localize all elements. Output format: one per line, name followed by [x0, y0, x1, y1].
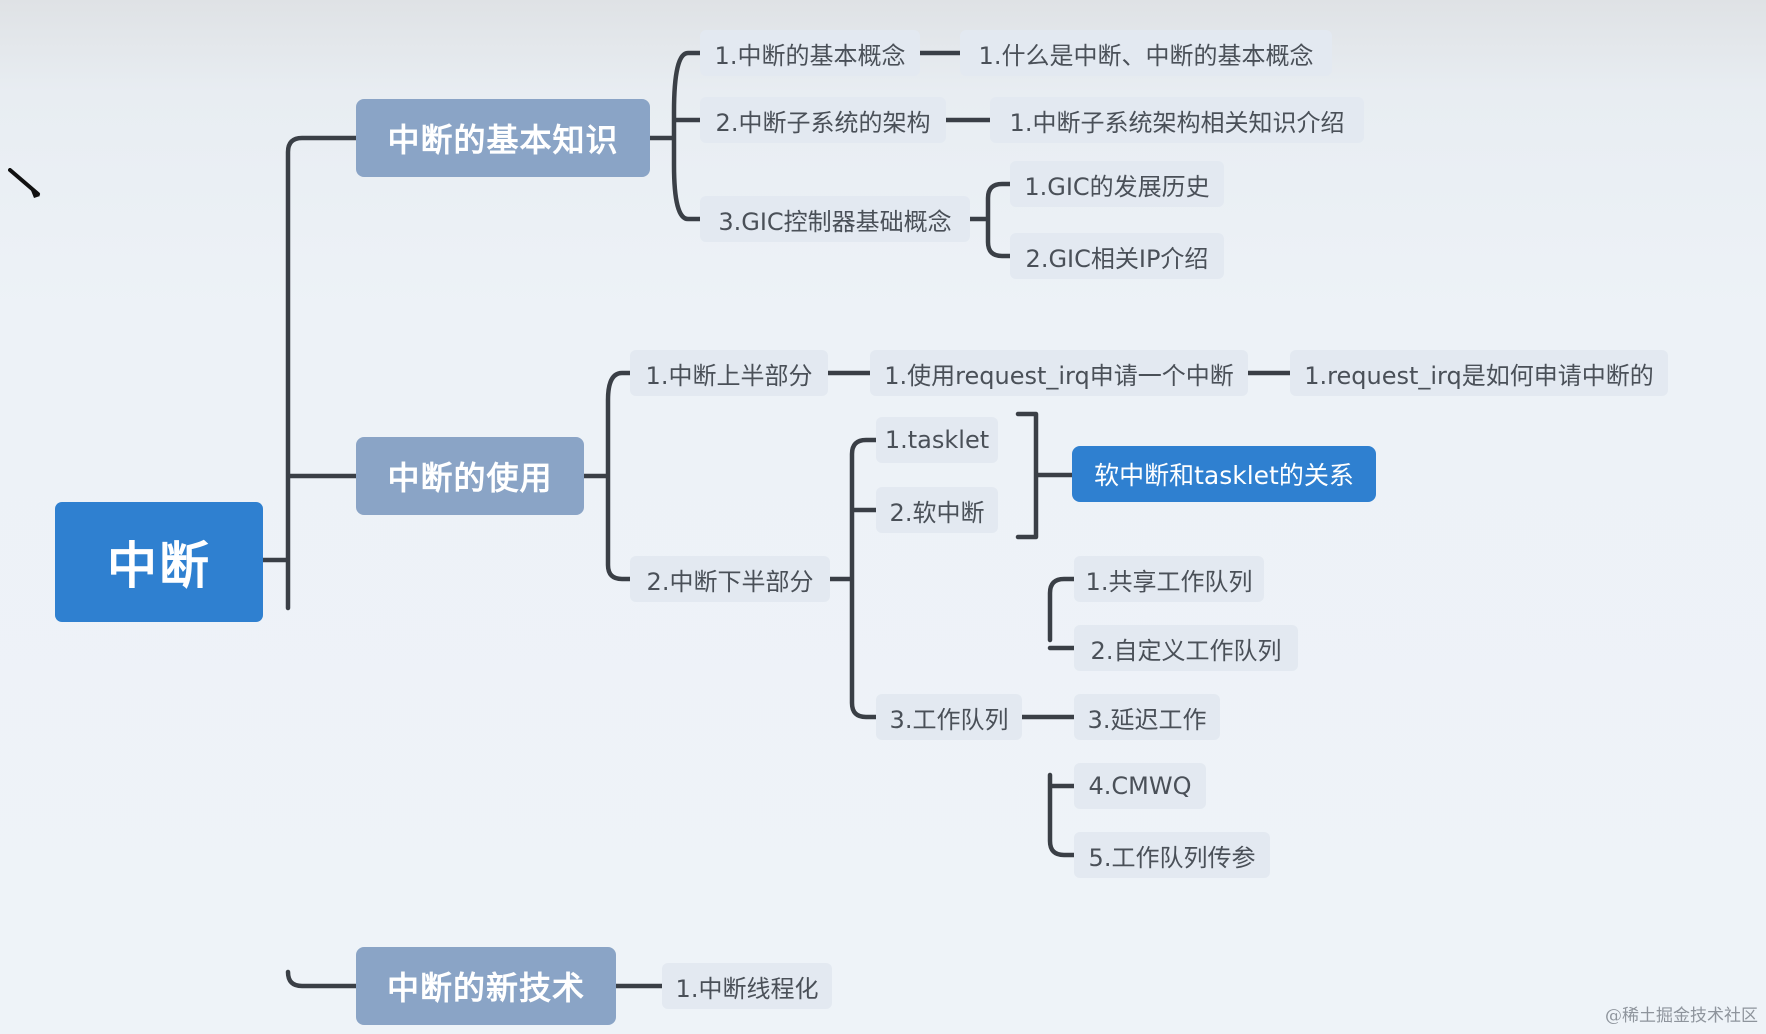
node-cmwq[interactable]: 4.CMWQ	[1074, 763, 1206, 809]
node-use-request-irq[interactable]: 1.使用request_irq申请一个中断	[870, 350, 1248, 396]
connector-root-branches	[259, 135, 359, 989]
branch-basic-knowledge[interactable]: 中断的基本知识	[356, 99, 650, 177]
node-gic-ip[interactable]: 2.GIC相关IP介绍	[1010, 233, 1224, 279]
mouse-cursor-icon	[8, 168, 40, 198]
connector-summary-bracket	[1015, 411, 1075, 540]
branch-usage[interactable]: 中断的使用	[356, 437, 584, 515]
node-tasklet[interactable]: 1.tasklet	[876, 417, 998, 463]
node-work-queue[interactable]: 3.工作队列	[876, 694, 1022, 740]
node-subsystem-architecture[interactable]: 2.中断子系统的架构	[700, 97, 946, 143]
branch-new-tech[interactable]: 中断的新技术	[356, 947, 616, 1025]
node-custom-work-queue[interactable]: 2.自定义工作队列	[1074, 625, 1298, 671]
node-work-queue-params[interactable]: 5.工作队列传参	[1074, 832, 1270, 878]
node-gic-history[interactable]: 1.GIC的发展历史	[1010, 161, 1224, 207]
connector-basic-knowledge	[647, 50, 703, 222]
watermark: @稀土掘金技术社区	[1605, 1006, 1758, 1026]
node-top-half[interactable]: 1.中断上半部分	[630, 350, 828, 396]
connector-basic-l3	[917, 50, 1013, 259]
node-interrupt-basic-concept[interactable]: 1.中断的基本概念	[700, 30, 920, 76]
node-delayed-work[interactable]: 3.延迟工作	[1074, 694, 1220, 740]
node-bottom-half[interactable]: 2.中断下半部分	[630, 556, 830, 602]
connector-usage-bottom-half	[827, 437, 879, 720]
summary-softirq-tasklet[interactable]: 软中断和tasklet的关系	[1072, 446, 1376, 502]
node-gic-controller[interactable]: 3.GIC控制器基础概念	[700, 196, 970, 242]
root-node[interactable]: 中断	[55, 502, 263, 622]
node-architecture-intro[interactable]: 1.中断子系统架构相关知识介绍	[990, 97, 1364, 143]
connector-work-queue	[1019, 576, 1077, 858]
node-threaded-irq[interactable]: 1.中断线程化	[662, 963, 832, 1009]
node-shared-work-queue[interactable]: 1.共享工作队列	[1074, 556, 1264, 602]
connector-usage	[581, 370, 633, 582]
node-what-is-interrupt[interactable]: 1.什么是中断、中断的基本概念	[960, 30, 1332, 76]
node-softirq[interactable]: 2.软中断	[876, 487, 998, 533]
node-request-irq-how[interactable]: 1.request_irq是如何申请中断的	[1290, 350, 1668, 396]
